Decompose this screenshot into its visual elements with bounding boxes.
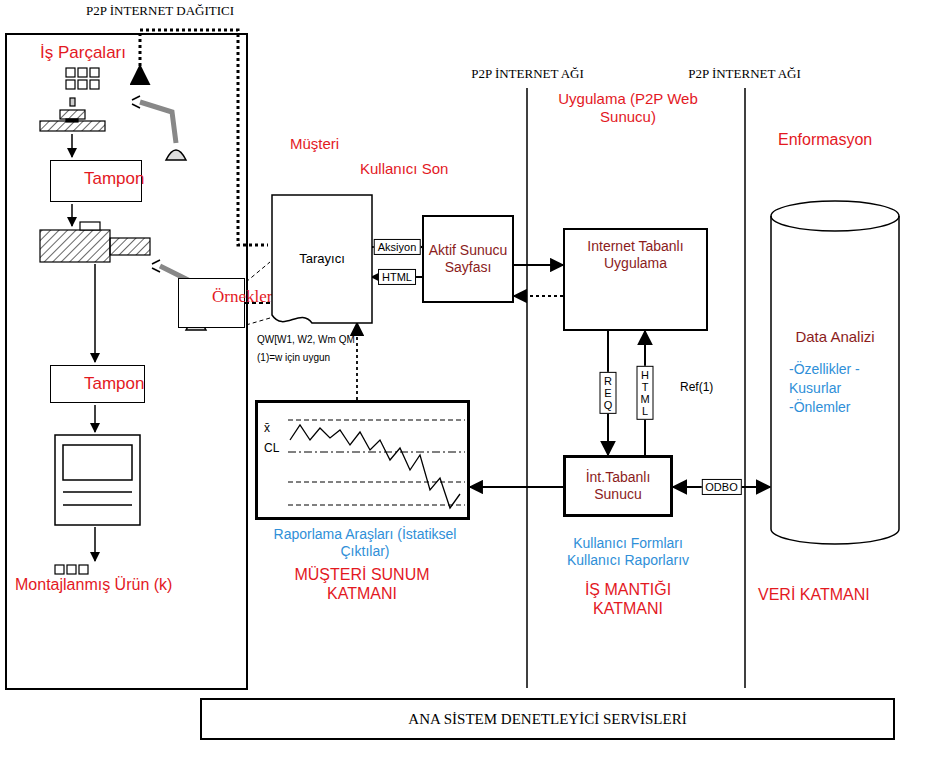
workpieces-part [78, 68, 87, 77]
assembled-product [55, 565, 88, 574]
lathe-machine [40, 222, 150, 262]
workpieces-part [66, 68, 75, 77]
node-text: CL [264, 441, 279, 455]
node-text: Aktif Sunucu Sayfası [428, 242, 508, 276]
diagram-label: Kullanıcı Son [360, 160, 470, 178]
robot-arm-part [140, 102, 176, 143]
cylinder-rim [771, 216, 899, 231]
layer-divider [527, 88, 745, 688]
control-chart-part [288, 505, 465, 506]
lathe-machine-part [80, 222, 100, 230]
control-chart-part [288, 452, 465, 453]
assembly-machine-part [63, 445, 132, 480]
flow-arrow-part [71, 134, 73, 157]
flow-arrow-part [71, 204, 73, 226]
database-cylinder: Data Analizi -Özellikler -Kusurlar -Önlem… [770, 200, 900, 545]
assembly-machine-part [63, 491, 132, 493]
lathe-machine-part [110, 238, 150, 255]
workpieces-part [66, 80, 75, 89]
chart-box: x̄ CL [255, 400, 470, 520]
browser-outline-path [272, 195, 372, 323]
node-text: Internet Tabanlı Uygulama [569, 238, 702, 272]
lathe-machine-part [40, 230, 110, 262]
connector-arrow [470, 486, 563, 488]
robot-arm-part [166, 150, 186, 160]
assembly-machine-part [63, 504, 132, 506]
cylinder-body [771, 201, 899, 544]
assembly-machine-part [55, 435, 140, 525]
process-box: Aktif Sunucu Sayfası [422, 215, 514, 303]
layer-divider-part [526, 88, 528, 688]
diagram-label: MÜŞTERİ SUNUM KATMANI [277, 565, 447, 603]
robot-arm-part [152, 260, 160, 272]
node-text: ANA SİSTEM DENETLEYİCİ SERVİSLERİ [408, 710, 686, 728]
assembled-product-part [79, 565, 88, 574]
process-box: Internet Tabanlı Uygulama [563, 228, 708, 331]
connector-label: REQ [600, 372, 617, 414]
buffer-box: Tampon [50, 160, 142, 202]
node-text: Tampon [84, 374, 144, 394]
process-box: İnt.Tabanlı Sunucu [563, 455, 673, 517]
diagram-label: Kullanıcı Formları Kullanıcı Raporlarıv [548, 535, 708, 569]
diagram-label: Uygulama (P2P Web Sunucu) [548, 90, 708, 126]
zoom-wedge-part [246, 262, 270, 282]
sample-box: ÖrneklerQW,QM [178, 278, 245, 328]
press-machine-part [66, 119, 78, 122]
connector-arrow [514, 264, 563, 266]
flow-arrow-part [94, 405, 96, 432]
production-line-box: İş ParçalarıMontajlanmış Ürün (k)TamponT… [5, 33, 248, 690]
workpieces [66, 68, 99, 106]
flow-arrow-part [94, 527, 96, 561]
workpieces-part [90, 68, 99, 77]
control-chart-part [288, 482, 465, 483]
diagram-label: QW[W1, W2, Wm QM [257, 334, 357, 346]
node-text: Örnekler [212, 287, 272, 307]
node-text: -Özellikler -Kusurlar -Önlemler [789, 360, 881, 417]
connector-label: Aksiyon [374, 239, 421, 255]
layer-divider-part [744, 88, 746, 688]
connector-arrow [356, 323, 358, 400]
node-text: Montajlanmış Ürün (k) [15, 575, 185, 594]
diagram-label: P2P İNTERNET AĞI [455, 66, 600, 82]
flow-arrow-part [94, 264, 96, 362]
diagram-label: Raporlama Araşları (İstatiksel Çıktılar) [270, 526, 460, 560]
control-chart-part [290, 425, 460, 508]
workpieces-part [90, 80, 99, 89]
services-bar: ANA SİSTEM DENETLEYİCİ SERVİSLERİ [200, 698, 895, 740]
assembled-product-part [67, 565, 76, 574]
connector-label: ODBO [701, 479, 741, 495]
browser-shape: Tarayıcı [272, 195, 372, 323]
workpieces-part [78, 80, 87, 89]
press-machine-part [60, 110, 85, 119]
connector-arrow [514, 295, 563, 297]
control-chart [288, 420, 465, 508]
distributor-line-part [140, 30, 268, 245]
assembled-product-part [55, 565, 64, 574]
diagram-label: P2P İNTERNET DAĞITICI [86, 3, 266, 19]
connector-label: HTML [637, 366, 654, 420]
node-text: İnt.Tabanlı Sunucu [570, 469, 666, 503]
robot-arm-part [132, 96, 140, 108]
control-chart-part [288, 420, 465, 421]
assembly-machine [55, 435, 140, 525]
node-text: Data Analizi [795, 328, 874, 346]
press-machine [40, 110, 105, 131]
node-text: İş Parçaları [40, 43, 126, 63]
workpieces-part [70, 98, 75, 106]
diagram-label: Enformasyon [778, 130, 898, 149]
diagram-label: (1)=w için uygun [257, 352, 357, 364]
distributor-line [140, 30, 268, 245]
diagram-label: Ref(1) [680, 380, 740, 394]
node-text: x̄ [264, 421, 270, 435]
zoom-wedge-part [246, 318, 270, 325]
buffer-box: Tampon [50, 365, 145, 403]
node-text: Tarayıcı [299, 251, 345, 267]
diagram-label: Müşteri [290, 135, 370, 153]
diagram-label: P2P İNTERNET AĞI [672, 66, 817, 82]
diagram-label: İŞ MANTIĞI KATMANI [553, 580, 703, 618]
node-text: Tampon [84, 169, 144, 189]
diagram-label: VERİ KATMANI [758, 585, 898, 604]
connector-label: HTML [378, 269, 416, 285]
